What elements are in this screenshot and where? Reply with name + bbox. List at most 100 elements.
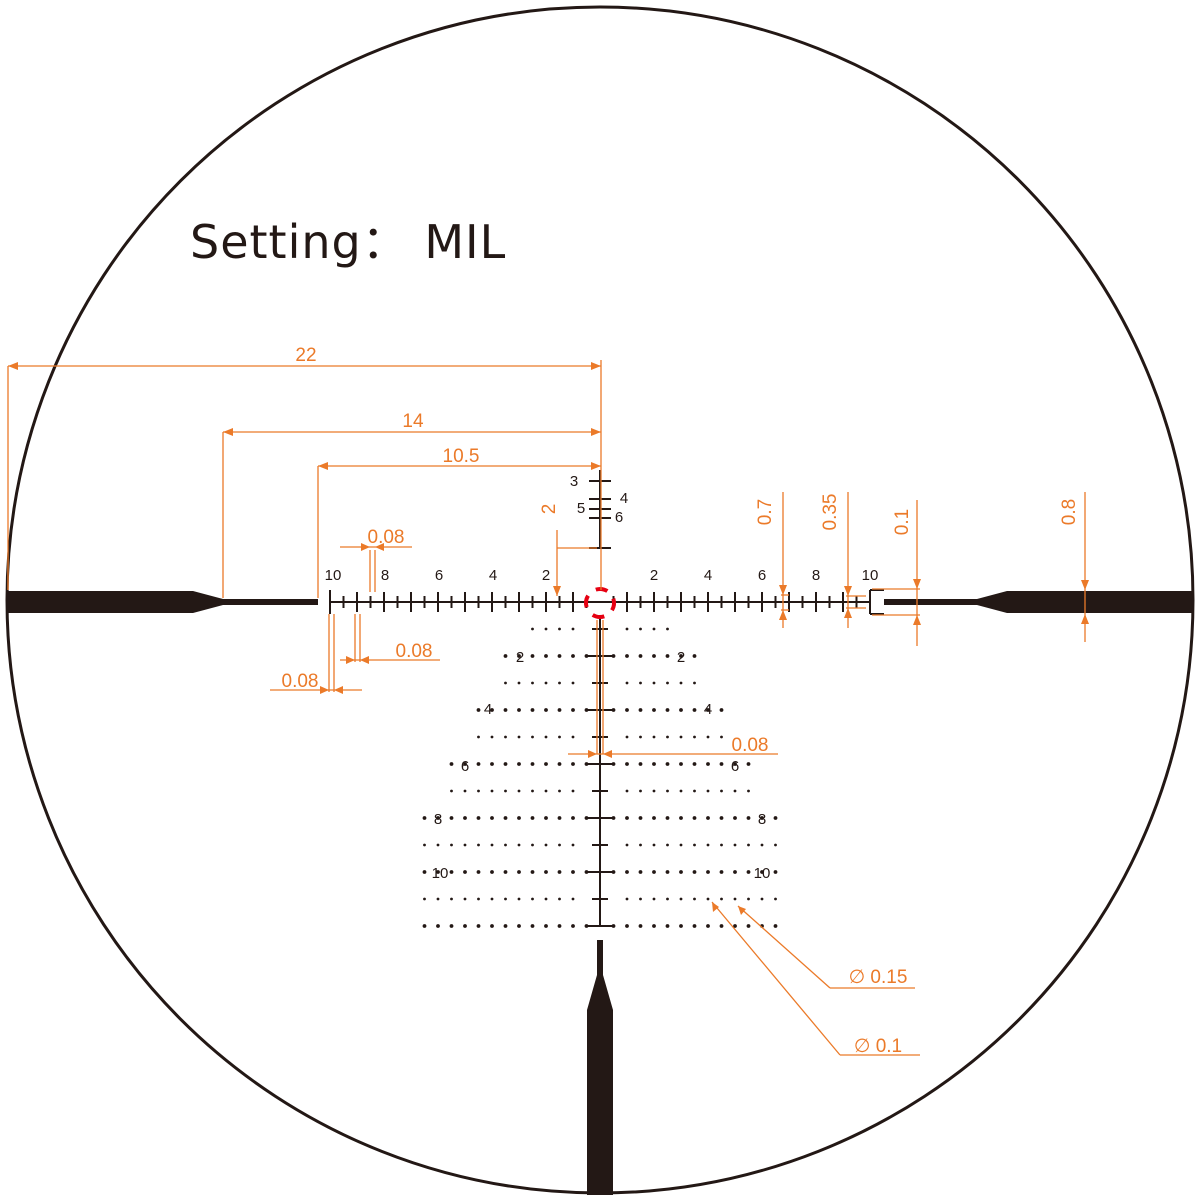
- holdover-dot: [760, 870, 764, 874]
- holdover-dot: [719, 870, 724, 874]
- holdover-dot: [733, 762, 737, 766]
- holdover-dot: [476, 762, 481, 766]
- holdover-dot: [531, 627, 534, 631]
- holdover-dot: [733, 843, 737, 847]
- holdover-dot: [531, 897, 534, 901]
- holdover-dot: [463, 816, 467, 820]
- holdover-dot: [665, 654, 670, 658]
- holdover-dot: [517, 789, 521, 793]
- holdover-dot: [665, 708, 670, 712]
- holdover-dot: [639, 897, 642, 901]
- h-label-right-2: 2: [650, 567, 658, 584]
- holdover-dot: [706, 897, 710, 901]
- holdover-dot: [652, 816, 656, 820]
- holdover-dot: [652, 708, 656, 712]
- holdover-dot: [557, 870, 562, 874]
- holdover-dot: [692, 924, 697, 928]
- holdover-dot: [530, 816, 535, 820]
- holdover-dot: [571, 870, 575, 874]
- holdover-dot: [490, 816, 494, 820]
- holdover-dot: [544, 735, 548, 739]
- h-label-left-8: 8: [381, 567, 389, 584]
- holdover-dot: [557, 816, 562, 820]
- holdover-dot: [720, 735, 723, 739]
- holdover-dot: [558, 897, 561, 901]
- holdover-right-2: 2: [677, 649, 685, 666]
- holdover-dot: [611, 870, 616, 874]
- holdover-dot: [449, 816, 454, 820]
- holdover-dot: [584, 924, 589, 928]
- holdover-dot: [720, 843, 723, 847]
- holdover-dot: [679, 789, 683, 793]
- holdover-dot: [422, 924, 427, 928]
- h-label-left-2: 2: [542, 567, 550, 584]
- holdover-dot: [517, 897, 521, 901]
- holdover-dot: [652, 654, 656, 658]
- holdover-dot: [517, 708, 521, 712]
- holdover-dot: [625, 762, 629, 766]
- holdover-dot: [571, 627, 575, 631]
- holdover-dot: [760, 816, 764, 820]
- holdover-dot: [504, 897, 507, 901]
- holdover-dot: [720, 897, 723, 901]
- holdover-dot: [639, 627, 642, 631]
- holdover-dot: [503, 870, 508, 874]
- holdover-dot: [625, 789, 629, 793]
- holdover-dot: [558, 681, 561, 685]
- holdover-dot: [490, 924, 494, 928]
- holdover-dot: [504, 735, 507, 739]
- holdover-dot: [490, 762, 494, 766]
- holdover-dot: [666, 789, 669, 793]
- holdover-dot: [652, 897, 656, 901]
- holdover-dot: [638, 870, 643, 874]
- dim-22: 22: [295, 345, 316, 366]
- holdover-dot: [504, 843, 507, 847]
- holdover-dot: [611, 816, 616, 820]
- holdover-dot: [571, 681, 575, 685]
- holdover-dot: [544, 708, 548, 712]
- holdover-dot: [638, 924, 643, 928]
- holdover-dot: [774, 843, 777, 847]
- holdover-dot: [679, 870, 683, 874]
- dim-0-08-top: 0.08: [368, 527, 405, 548]
- holdover-dot: [720, 789, 723, 793]
- holdover-dot: [517, 870, 521, 874]
- holdover-dot: [666, 627, 669, 631]
- holdover-dot: [544, 627, 548, 631]
- holdover-dot: [436, 897, 440, 901]
- holdover-dot: [477, 789, 480, 793]
- holdover-dot: [747, 789, 750, 793]
- holdover-dot: [503, 762, 508, 766]
- holdover-dot: [584, 654, 589, 658]
- holdover-dot: [679, 708, 683, 712]
- holdover-left-2: 2: [516, 649, 524, 666]
- center-aiming-circle: [584, 587, 616, 619]
- holdover-dot: [436, 870, 440, 874]
- h-label-right-4: 4: [704, 567, 712, 584]
- dim-dot-0-15: ∅ 0.15: [849, 967, 908, 988]
- holdover-right-6: 6: [731, 758, 739, 775]
- left-thick-post: [8, 591, 223, 613]
- holdover-right-8: 8: [758, 811, 766, 828]
- holdover-dot: [625, 627, 629, 631]
- holdover-dot-matrix: [422, 627, 778, 928]
- holdover-dot: [436, 924, 440, 928]
- holdover-dot: [692, 708, 697, 712]
- dim-0-8: 0.8: [1059, 499, 1080, 525]
- holdover-dot: [544, 843, 548, 847]
- holdover-dot: [558, 843, 561, 847]
- holdover-dot: [517, 924, 521, 928]
- stadia-label-3: 3: [570, 473, 578, 490]
- holdover-dot: [463, 924, 467, 928]
- holdover-dot: [652, 681, 656, 685]
- holdover-dot: [558, 735, 561, 739]
- dim-0-7: 0.7: [755, 499, 776, 525]
- holdover-dot: [746, 816, 751, 820]
- holdover-dot: [625, 816, 629, 820]
- holdover-dot: [449, 762, 454, 766]
- holdover-dot: [544, 789, 548, 793]
- holdover-left-6: 6: [461, 758, 469, 775]
- holdover-dot: [584, 870, 589, 874]
- holdover-dot: [746, 762, 751, 766]
- holdover-dot: [423, 843, 426, 847]
